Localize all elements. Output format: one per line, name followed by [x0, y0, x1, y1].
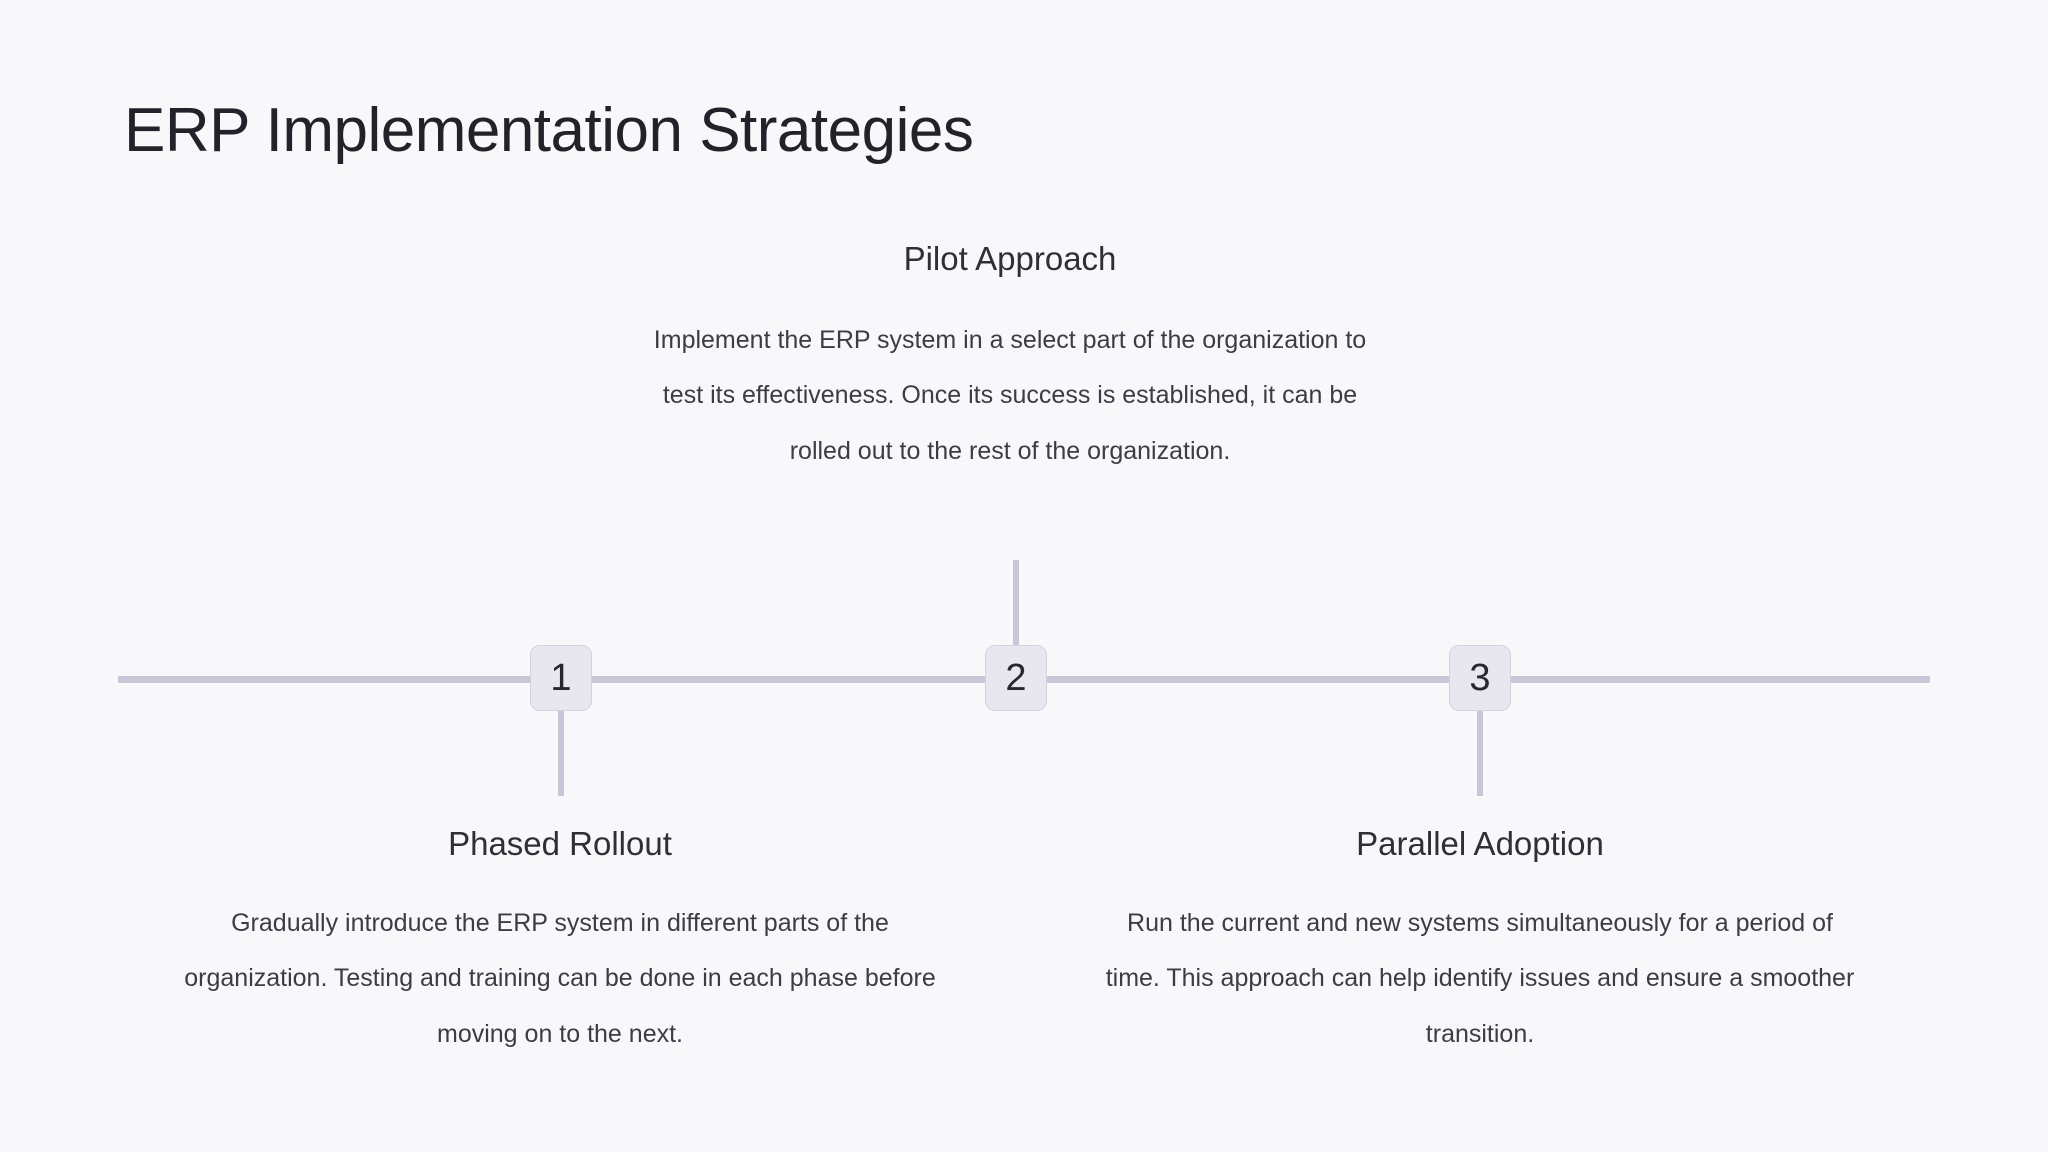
timeline-entry-description: Implement the ERP system in a select par…	[653, 325, 1367, 465]
timeline-marker-3[interactable]: 3	[1449, 645, 1511, 711]
timeline-entry-below-left: Phased Rollout Gradually introduce the E…	[160, 823, 960, 1062]
timeline-marker-2[interactable]: 2	[985, 645, 1047, 711]
timeline-entry-below-right: Parallel Adoption Run the current and ne…	[1080, 823, 1880, 1062]
timeline-entry-title: Phased Rollout	[448, 825, 672, 862]
timeline-connector-stem-1	[558, 706, 564, 796]
timeline-entry-description: Gradually introduce the ERP system in di…	[184, 908, 936, 1048]
timeline-connector-stem-3	[1477, 706, 1483, 796]
page-title: ERP Implementation Strategies	[124, 96, 974, 165]
timeline-entry-above: Pilot Approach Implement the ERP system …	[620, 238, 1400, 479]
timeline-connector-stem-2	[1013, 560, 1019, 650]
timeline-entry-description: Run the current and new systems simultan…	[1105, 908, 1855, 1048]
timeline-entry-title: Parallel Adoption	[1356, 825, 1604, 862]
timeline-entry-title: Pilot Approach	[903, 240, 1117, 277]
timeline-marker-1[interactable]: 1	[530, 645, 592, 711]
